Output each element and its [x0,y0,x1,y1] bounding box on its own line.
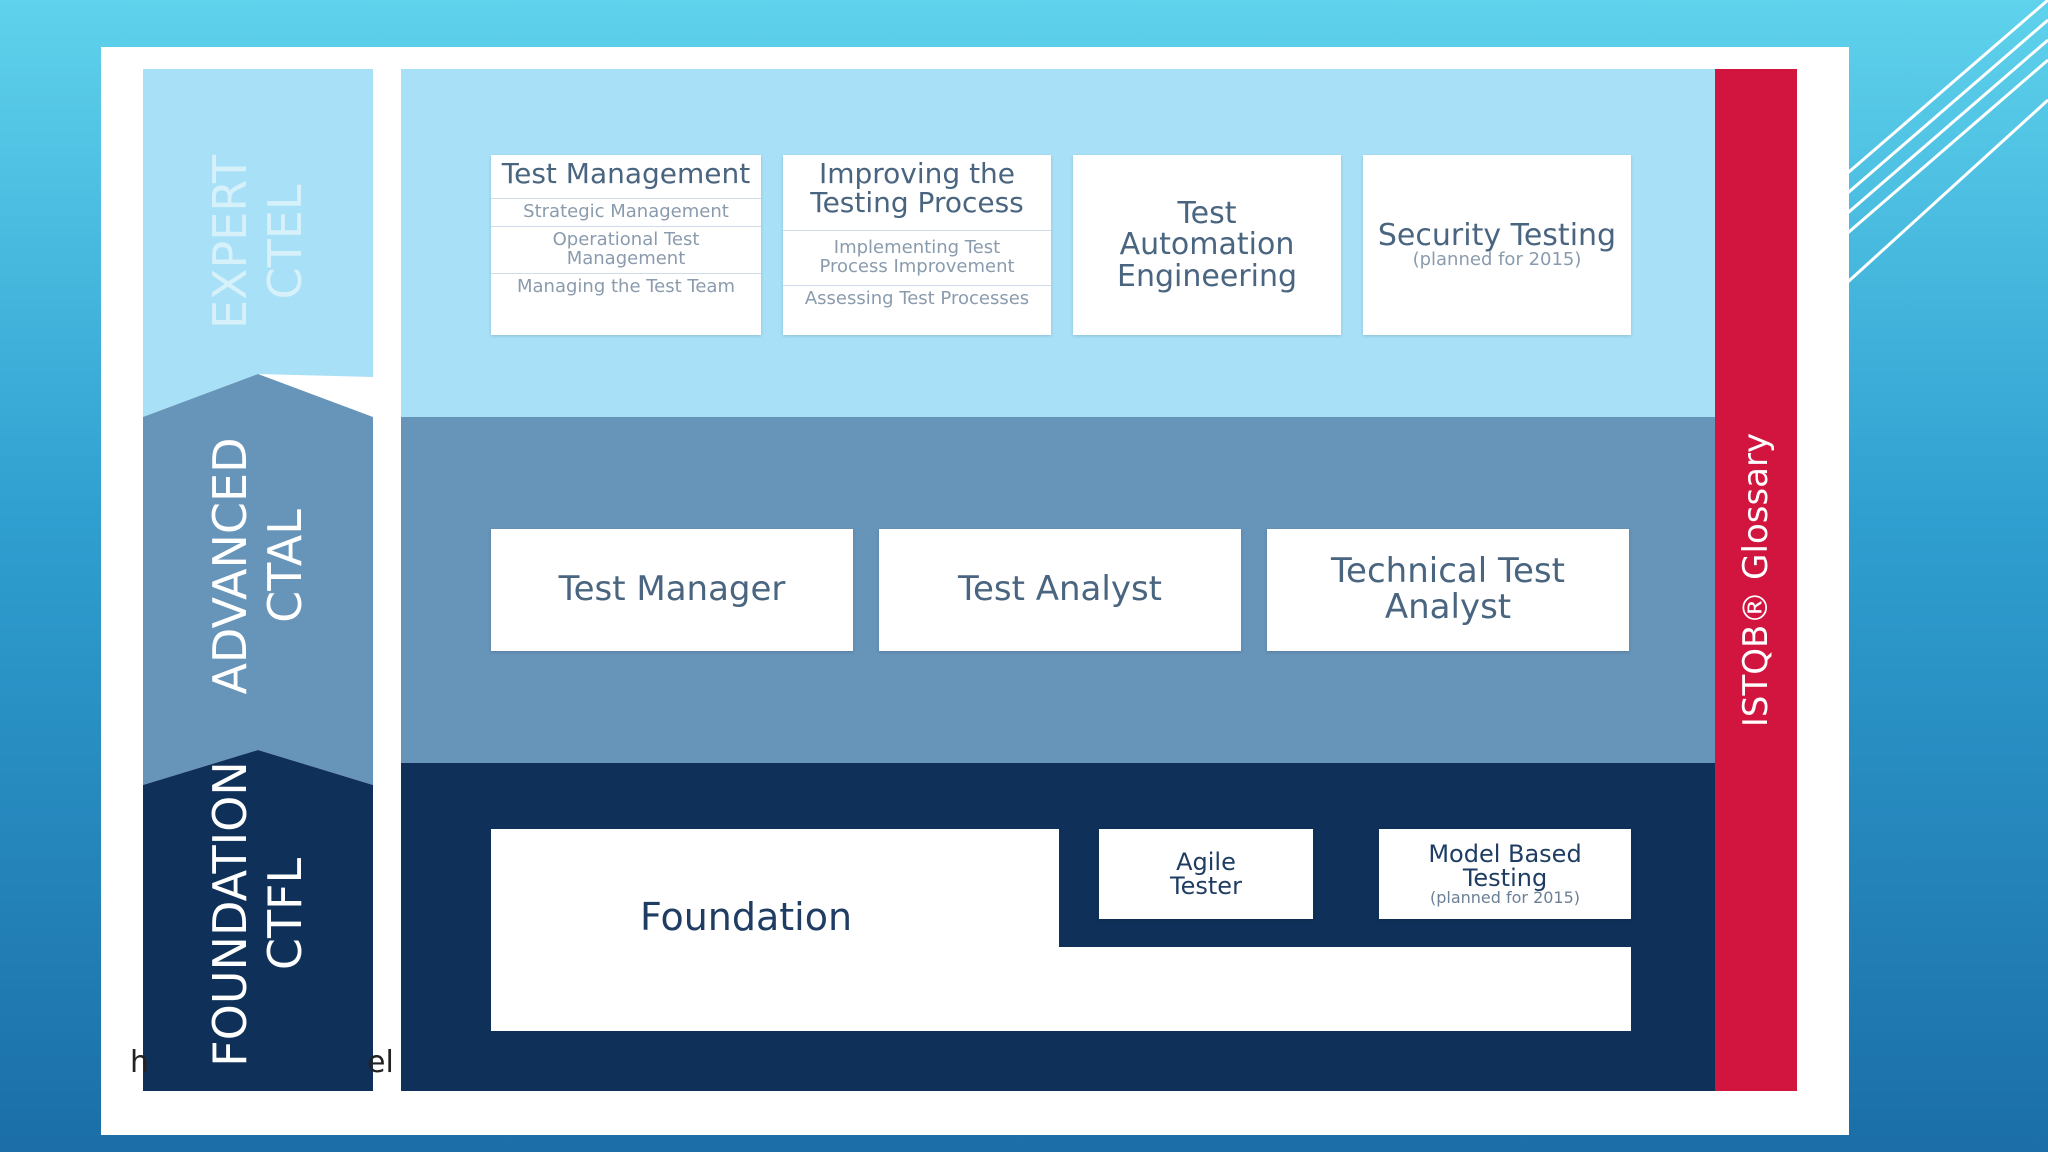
module-improving-title: Improving the Testing Process [810,157,1024,220]
submodule-operational: Operational Test Management [491,226,761,273]
submodule-implementing: Implementing Test Process Improvement [783,229,1051,285]
submodule-managing-team: Managing the Test Team [491,273,761,301]
level-chevrons [143,69,373,1091]
module-test-automation-title: Test Automation Engineering [1117,195,1297,294]
submodule-strategic: Strategic Management [491,198,761,226]
module-test-analyst-title: Test Analyst [957,569,1163,610]
module-security-note: (planned for 2015) [1412,249,1582,271]
level-expert-label: EXPERT CTEL [203,155,313,329]
glossary-bar: ISTQB® Glossary [1715,69,1797,1091]
module-technical-test-analyst-title: Technical Test Analyst [1331,551,1565,627]
slide-caption: h el [130,1045,394,1080]
module-security-testing: Security Testing (planned for 2015) [1363,155,1631,335]
level-foundation-name: FOUNDATION [202,761,257,1067]
module-technical-test-analyst: Technical Test Analyst [1267,529,1629,651]
module-test-manager-title: Test Manager [558,569,786,610]
level-foundation-code: CTFL [258,857,312,971]
module-agile-tester: Agile Tester [1099,829,1313,919]
module-test-management: Test Management Strategic Management Ope… [491,155,761,335]
caption-left: h [130,1045,150,1080]
module-security-title: Security Testing [1377,217,1617,253]
level-expert-name: EXPERT [202,154,257,330]
level-advanced-code: CTAL [258,509,312,623]
submodule-assessing: Assessing Test Processes [783,284,1051,313]
module-test-analyst: Test Analyst [879,529,1241,651]
level-advanced-label: ADVANCED CTAL [203,437,313,694]
module-model-based-testing: Model Based Testing (planned for 2015) [1379,829,1631,919]
level-expert-code: CTEL [258,184,312,300]
istqb-diagram-card: EXPERT CTEL ADVANCED CTAL FOUNDATION CTF… [101,47,1849,1135]
level-foundation-label: FOUNDATION CTFL [203,761,313,1067]
level-advanced-name: ADVANCED [202,437,257,695]
glossary-label: ISTQB® Glossary [1736,432,1776,728]
module-foundation: Foundation [491,887,1001,947]
module-model-based-note: (planned for 2015) [1429,887,1581,907]
foundation-shape [491,829,1631,1031]
caption-right: el [367,1045,394,1080]
module-foundation-title: Foundation [639,895,853,939]
module-improving-testing: Improving the Testing Process Implementi… [783,155,1051,335]
module-test-automation: Test Automation Engineering [1073,155,1341,335]
decorative-lines [1828,0,2048,302]
module-agile-title: Agile Tester [1170,848,1242,900]
module-test-management-title: Test Management [501,157,751,190]
module-test-manager: Test Manager [491,529,853,651]
module-model-based-title: Model Based Testing [1428,839,1582,892]
